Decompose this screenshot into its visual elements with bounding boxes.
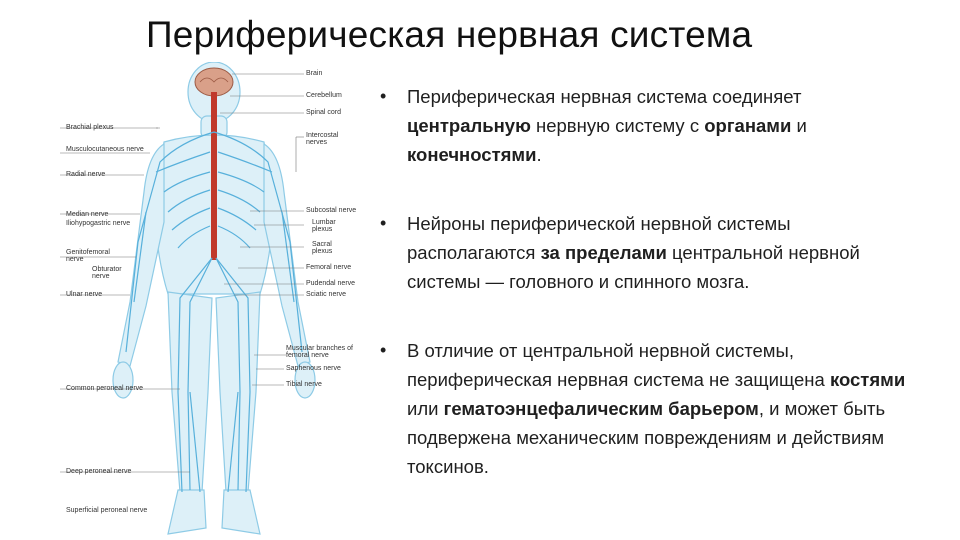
label-obturator-nerve: Obturator nerve xyxy=(92,266,122,280)
label-pudendal-nerve: Pudendal nerve xyxy=(306,280,356,287)
label-deep-peroneal-nerve: Deep peroneal nerve xyxy=(66,468,132,475)
label-ulnar-nerve: Ulnar nerve xyxy=(66,291,103,298)
text-run: . xyxy=(536,144,542,165)
label-musculocutaneous-nerve: Musculocutaneous nerve xyxy=(66,146,144,153)
bullet-text: В отличие от центральной нервной системы… xyxy=(407,336,912,481)
bullet-marker: • xyxy=(380,86,387,106)
nervous-system-figure: Brain Cerebellum Spinal cord Intercostal… xyxy=(60,62,366,540)
text-run-bold: центральную xyxy=(407,115,531,136)
text-run: и xyxy=(791,115,807,136)
text-run: Периферическая нервная система соединяет xyxy=(407,86,802,107)
text-run-bold: органами xyxy=(704,115,792,136)
label-tibial-nerve: Tibial nerve xyxy=(286,381,322,388)
label-subcostal-nerve: Subcostal nerve xyxy=(306,207,357,214)
text-run-bold: костями xyxy=(829,369,906,390)
label-common-peroneal-nerve: Common peroneal nerve xyxy=(66,385,144,392)
text-run: нервную систему с xyxy=(530,115,705,136)
text-run-bold: за пределами xyxy=(540,242,667,263)
body-illustration xyxy=(60,62,316,535)
bullet-marker: • xyxy=(380,340,387,360)
label-iliohypogastric-nerve: Iliohypogastric nerve xyxy=(66,220,131,227)
label-radial-nerve: Radial nerve xyxy=(66,171,106,178)
label-brain: Brain xyxy=(306,70,323,77)
text-run: , и может быть подвержена механическим п… xyxy=(407,398,886,477)
text-run: В отличие от центральной нервной системы… xyxy=(407,340,830,390)
label-median-nerve: Median nerve xyxy=(66,211,109,218)
label-brachial-plexus: Brachial plexus xyxy=(66,124,114,131)
label-spinal-cord: Spinal cord xyxy=(306,109,342,116)
text-run: или xyxy=(407,398,444,419)
label-intercostal-nerves: Intercostal nerves xyxy=(306,132,339,146)
label-cerebellum: Cerebellum xyxy=(306,92,342,99)
slide-title: Периферическая нервная система xyxy=(146,14,753,55)
text-run-bold: конечностями xyxy=(407,144,537,165)
text-run: центральной нервной системы — головного … xyxy=(407,242,860,292)
label-sciatic-nerve: Sciatic nerve xyxy=(306,291,347,298)
text-run-bold: гематоэнцефалическим барьером xyxy=(443,398,759,419)
label-genitofemoral-nerve: Genitofemoral nerve xyxy=(66,249,110,263)
label-femoral-nerve: Femoral nerve xyxy=(306,264,352,271)
label-sacral-plexus: Sacral plexus xyxy=(312,241,333,255)
bullet-text: Нейроны периферической нервной системы р… xyxy=(407,209,912,296)
label-saphenous-nerve: Saphenous nerve xyxy=(286,365,341,372)
label-muscular-branches: Muscular branches of femoral nerve xyxy=(286,345,353,359)
bullet-text: Периферическая нервная система соединяет… xyxy=(407,82,912,169)
label-lumbar-plexus: Lumbar plexus xyxy=(312,219,336,233)
label-superficial-peroneal-nerve: Superficial peroneal nerve xyxy=(66,507,148,514)
bullet-marker: • xyxy=(380,213,387,233)
text-run: Нейроны периферической нервной системы р… xyxy=(407,213,791,263)
